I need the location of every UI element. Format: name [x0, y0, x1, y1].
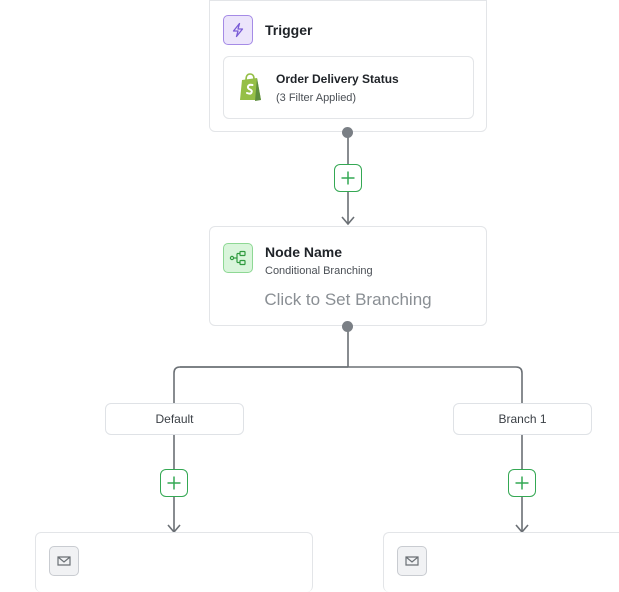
branch-1-label[interactable]: Branch 1	[453, 403, 592, 435]
next-node-card-default[interactable]	[35, 532, 313, 592]
add-step-button[interactable]	[334, 164, 362, 192]
trigger-event-card[interactable]: Order Delivery Status (3 Filter Applied)	[223, 56, 474, 119]
plus-icon	[167, 476, 181, 490]
branch-default-label[interactable]: Default	[105, 403, 244, 435]
arrow-to-node	[341, 216, 355, 226]
next-node-icon-box	[397, 546, 427, 576]
trigger-event-title: Order Delivery Status	[276, 72, 399, 86]
branching-icon	[229, 250, 246, 266]
connector-right	[180, 366, 523, 403]
shopify-icon	[240, 73, 261, 101]
node-output-port[interactable]	[342, 321, 353, 332]
trigger-icon-box	[223, 15, 253, 45]
trigger-header: Trigger	[265, 22, 313, 38]
lightning-icon	[232, 22, 244, 38]
trigger-event-subtitle: (3 Filter Applied)	[276, 92, 357, 104]
next-node-card-branch1[interactable]	[383, 532, 619, 592]
trigger-output-port[interactable]	[342, 127, 353, 138]
branching-node-card[interactable]: Node Name Conditional Branching Click to…	[209, 226, 487, 326]
connector-left	[173, 366, 348, 403]
set-branching-prompt[interactable]: Click to Set Branching	[264, 290, 432, 309]
add-step-branch1-button[interactable]	[508, 469, 536, 497]
plus-icon	[341, 171, 355, 185]
next-node-icon-box	[49, 546, 79, 576]
plus-icon	[515, 476, 529, 490]
branching-icon-box	[223, 243, 253, 273]
node-type: Conditional Branching	[265, 265, 373, 277]
connector-lines	[167, 132, 529, 534]
node-name: Node Name	[265, 244, 343, 260]
mail-icon	[57, 556, 71, 566]
trigger-card[interactable]: Trigger Order Delivery Status (3 Filter …	[209, 0, 487, 132]
mail-icon	[405, 556, 419, 566]
add-step-default-button[interactable]	[160, 469, 188, 497]
